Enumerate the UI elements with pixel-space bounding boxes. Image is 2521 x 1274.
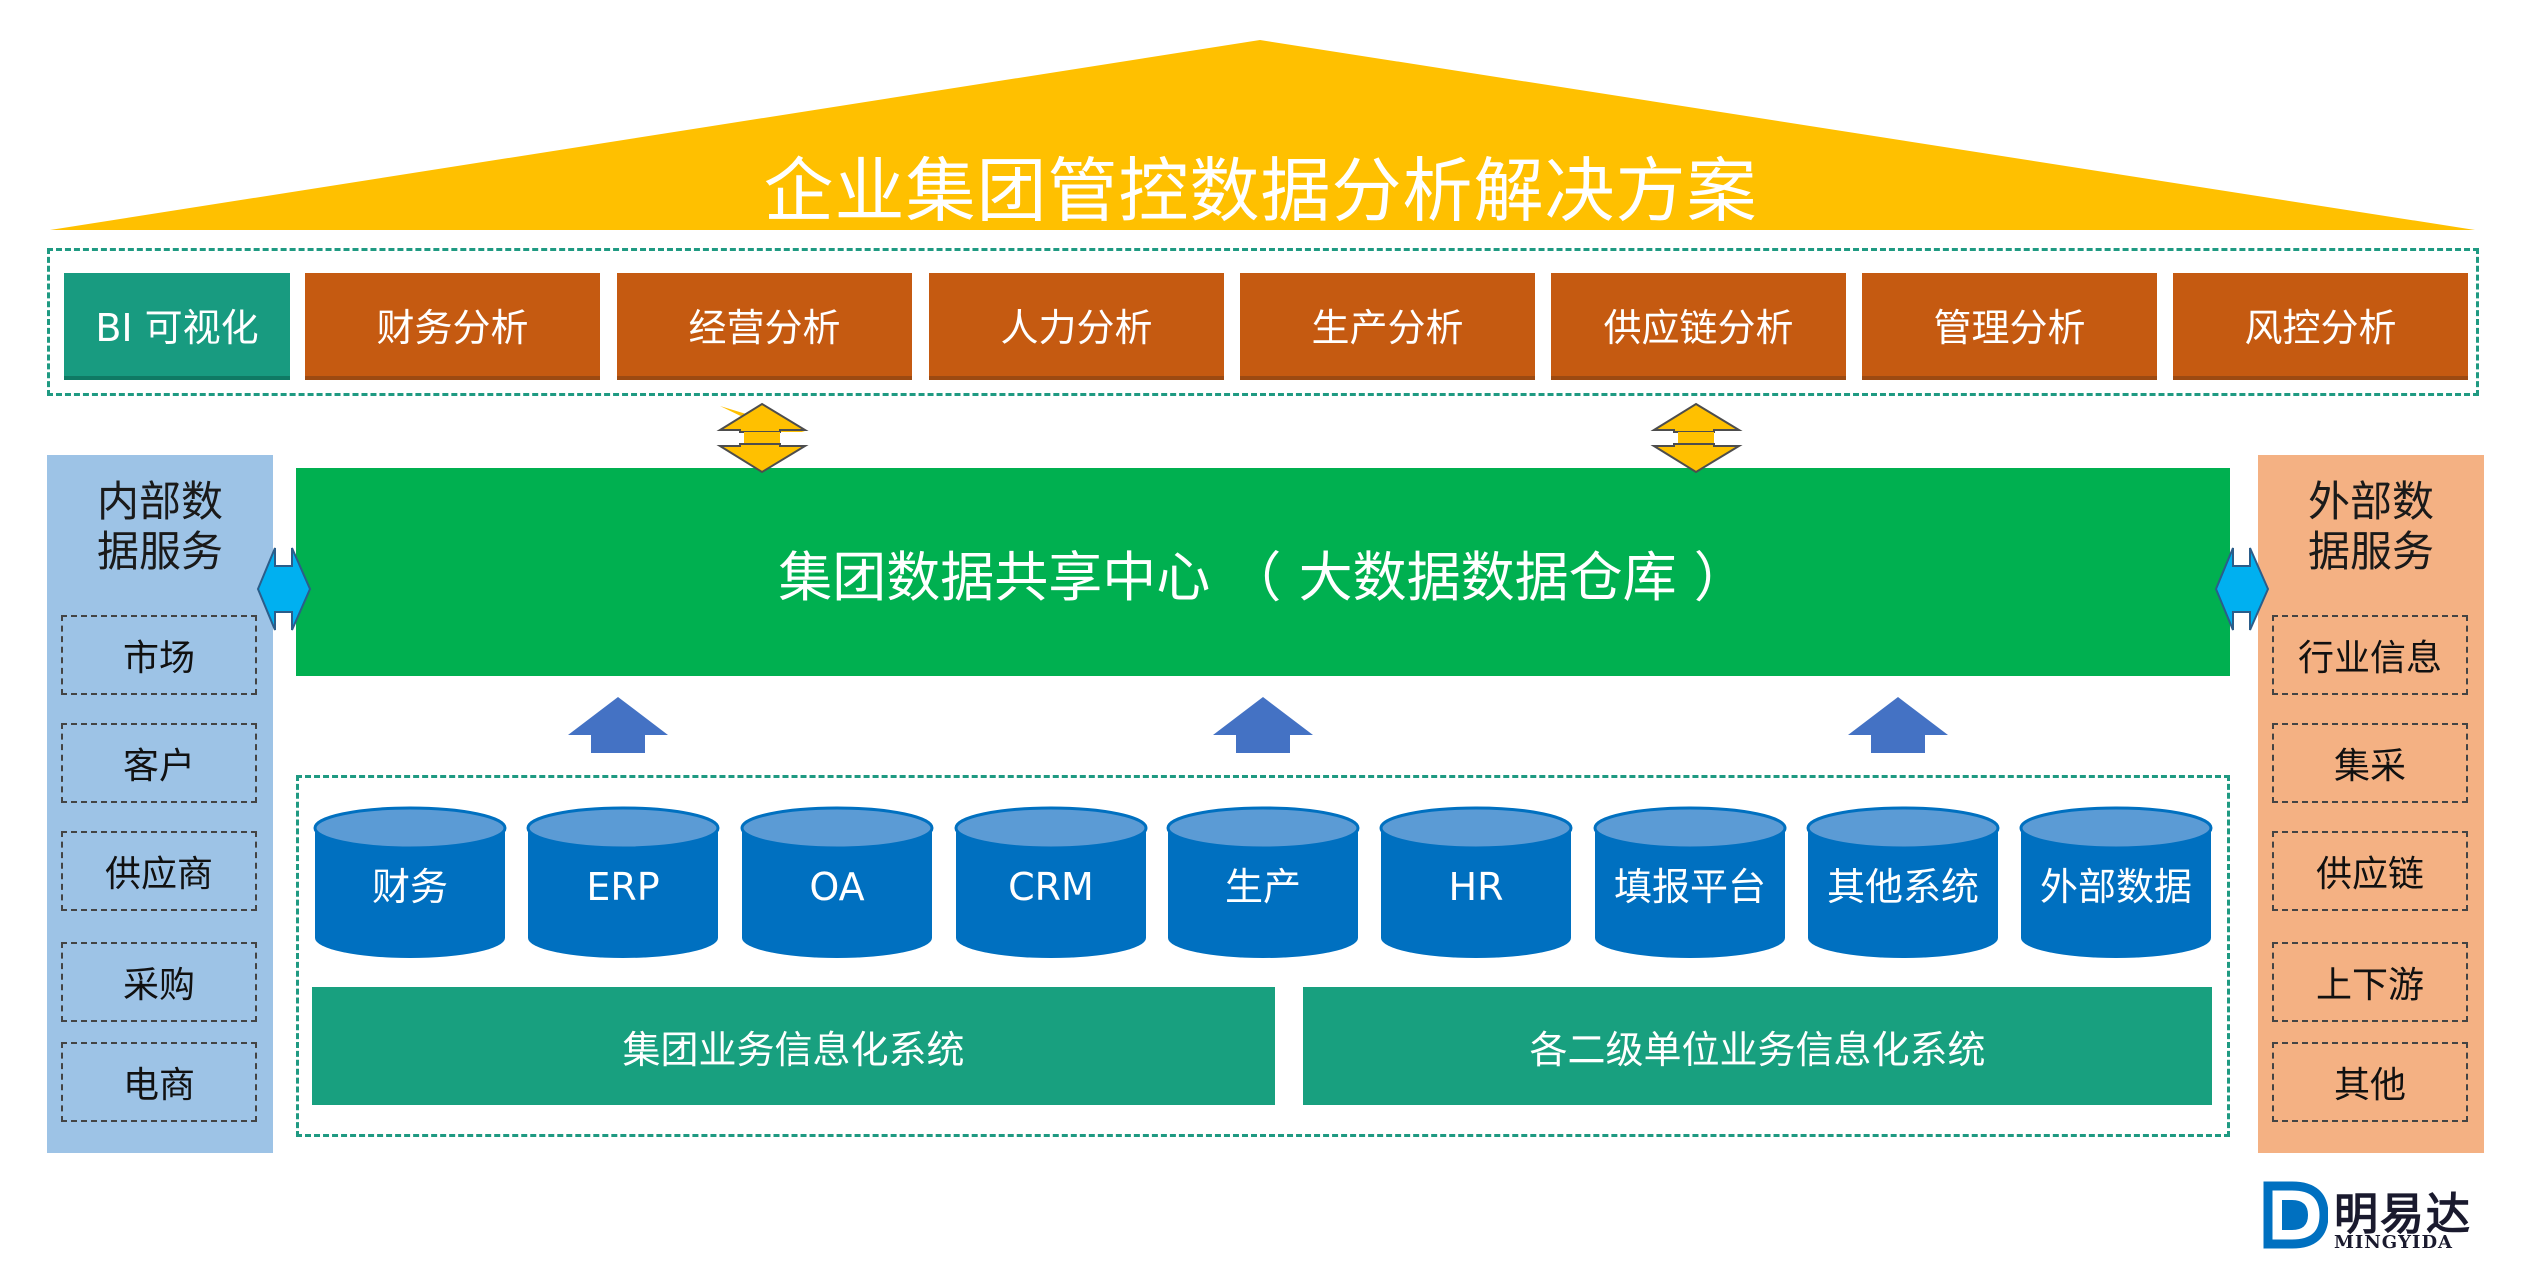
external-item-supply-chain[interactable]: 供应链 (2272, 831, 2468, 911)
database-cylinder-4[interactable] (1166, 806, 1360, 958)
database-cylinder-7[interactable] (1806, 806, 2000, 958)
up-arrow-icon (568, 697, 668, 753)
database-cylinder-8[interactable] (2019, 806, 2213, 958)
db-label-oa: OA (809, 865, 865, 909)
tab-label: 管理分析 (1933, 306, 2086, 350)
database-cylinder-5[interactable] (1379, 806, 1573, 958)
left-right-arrow-icon (256, 547, 312, 631)
internal-item-ecommerce[interactable]: 电商 (61, 1042, 257, 1122)
database-cylinder-1[interactable] (526, 806, 720, 958)
external-data-service-panel: 外部数 据服务 行业信息 集采 供应链 上下游 其他 (2258, 455, 2484, 1153)
database-cylinder-0[interactable] (313, 806, 507, 958)
brand-logo: 明易达 MINGYIDA (2262, 1178, 2502, 1258)
internal-panel-title: 内部数 据服务 (96, 477, 223, 576)
hub-label: 集团数据共享中心 （ 大数据数据仓库 ） (778, 545, 1748, 609)
logo-subtitle: MINGYIDA (2334, 1232, 2454, 1253)
db-label-other-systems: 其他系统 (1826, 865, 1979, 909)
left-right-arrow-icon (2214, 547, 2270, 631)
tab-production-analysis[interactable]: 生产分析 (1240, 273, 1535, 380)
logo-icon (2263, 1181, 2328, 1249)
double-arrow-icon (716, 402, 809, 474)
tab-finance-analysis[interactable]: 财务分析 (305, 273, 600, 380)
tab-bi-visualization[interactable]: BI 可视化 (64, 273, 290, 380)
tab-label: 风控分析 (2244, 306, 2397, 350)
external-item-industry-info[interactable]: 行业信息 (2272, 615, 2468, 695)
tab-label: 生产分析 (1311, 306, 1464, 350)
tab-label: 人力分析 (1000, 306, 1153, 350)
external-item-other[interactable]: 其他 (2272, 1042, 2468, 1122)
tab-hr-analysis[interactable]: 人力分析 (929, 273, 1224, 380)
analysis-frame (47, 248, 2479, 396)
internal-item-customer[interactable]: 客户 (61, 723, 257, 803)
tab-label: 财务分析 (376, 306, 529, 350)
database-cylinder-2[interactable] (740, 806, 934, 958)
database-cylinder-6[interactable] (1593, 806, 1787, 958)
db-label-hr: HR (1448, 865, 1504, 909)
external-item-centralized-purchase[interactable]: 集采 (2272, 723, 2468, 803)
data-sharing-center[interactable]: 集团数据共享中心 （ 大数据数据仓库 ） (296, 468, 2230, 676)
external-panel-title: 外部数 据服务 (2307, 477, 2434, 576)
tab-management-analysis[interactable]: 管理分析 (1862, 273, 2157, 380)
db-label-external-data: 外部数据 (2039, 865, 2192, 909)
tab-label: BI 可视化 (95, 306, 259, 350)
up-arrow-icon (1848, 697, 1948, 753)
page-title: 企业集团管控数据分析解决方案 (763, 150, 1758, 232)
up-arrow-icon (1213, 697, 1313, 753)
double-arrow-icon (1650, 402, 1743, 474)
db-label-crm: CRM (1008, 865, 1094, 909)
external-item-upstream-downstream[interactable]: 上下游 (2272, 942, 2468, 1022)
db-label-production: 生产 (1224, 865, 1301, 909)
internal-item-market[interactable]: 市场 (61, 615, 257, 695)
tab-operation-analysis[interactable]: 经营分析 (617, 273, 912, 380)
database-cylinders (313, 806, 2213, 958)
internal-data-service-panel: 内部数 据服务 市场 客户 供应商 采购 电商 (47, 455, 273, 1153)
subsidiary-business-system[interactable]: 各二级单位业务信息化系统 (1303, 987, 2212, 1105)
db-label-erp: ERP (586, 865, 660, 909)
tab-label: 供应链分析 (1603, 306, 1794, 350)
roof-triangle (50, 40, 2475, 230)
group-business-system[interactable]: 集团业务信息化系统 (312, 987, 1275, 1105)
internal-item-purchase[interactable]: 采购 (61, 942, 257, 1022)
tab-risk-analysis[interactable]: 风控分析 (2173, 273, 2468, 380)
internal-item-supplier[interactable]: 供应商 (61, 831, 257, 911)
tab-supply-chain-analysis[interactable]: 供应链分析 (1551, 273, 1846, 380)
db-label-finance: 财务 (371, 865, 448, 909)
db-label-report-platform: 填报平台 (1613, 865, 1766, 909)
database-cylinder-3[interactable] (954, 806, 1148, 958)
source-systems-frame (296, 775, 2230, 1137)
tab-label: 经营分析 (688, 306, 841, 350)
logo-name: 明易达 (2334, 1189, 2472, 1240)
